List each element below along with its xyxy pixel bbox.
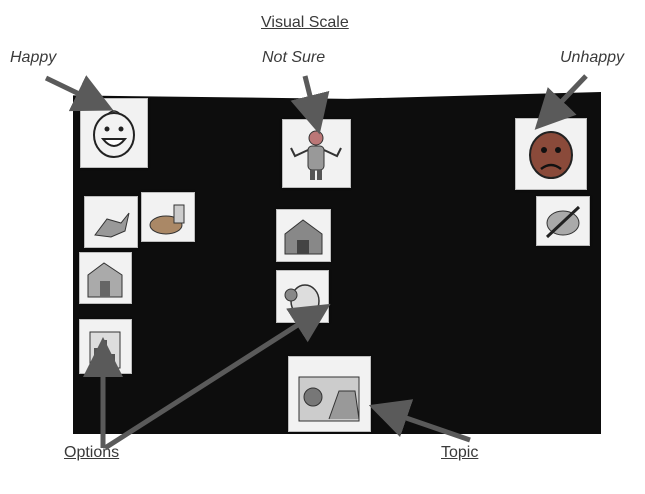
happy-arrow [44, 75, 114, 112]
option-card-house [276, 209, 331, 262]
crossed-out-food-icon [545, 205, 581, 239]
unhappy-label: Unhappy [560, 49, 625, 66]
visual-scale-title: Visual Scale [261, 14, 349, 31]
not-sure-arrow [290, 75, 330, 135]
option-card-animal [84, 196, 138, 248]
not-sure-label: Not Sure [262, 49, 326, 66]
happy-label: Happy [10, 49, 57, 66]
option-card-food [141, 192, 195, 242]
animal-icon [94, 212, 130, 238]
house-icon [284, 219, 323, 255]
building-icon [87, 262, 123, 298]
topic-card [288, 356, 371, 432]
unhappy-arrow [534, 74, 588, 130]
options-arrow-right [103, 303, 331, 451]
unhappy-face-icon [529, 131, 573, 179]
unhappy-card [515, 118, 587, 190]
option-card-crossed-food [536, 196, 590, 246]
happy-face-icon [93, 110, 135, 158]
food-icon [149, 204, 185, 235]
topic-label: Topic [441, 444, 479, 461]
option-card-building [79, 252, 132, 304]
topic-arrow [368, 399, 471, 443]
playground-icon [298, 376, 360, 422]
